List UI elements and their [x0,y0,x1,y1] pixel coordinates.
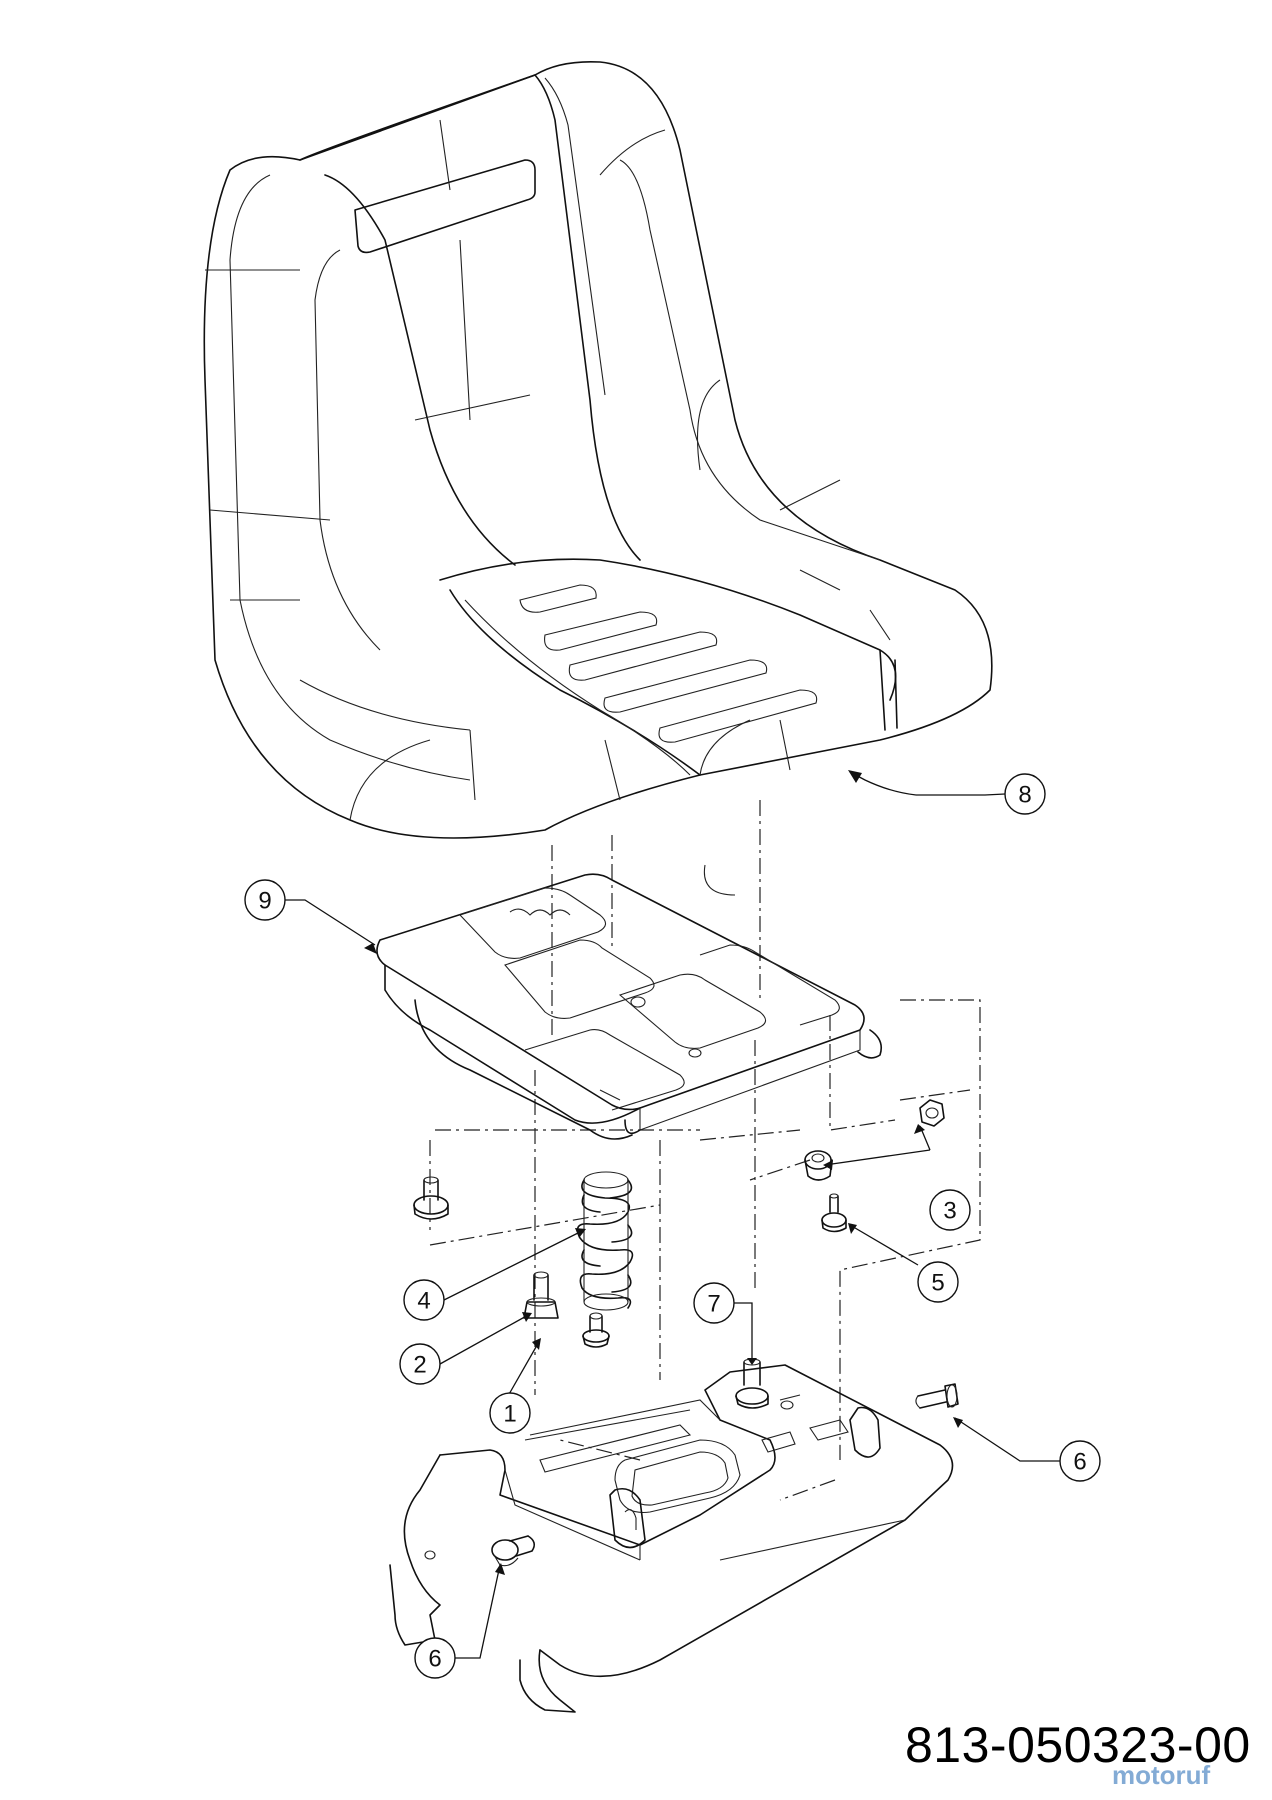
callout-9[interactable]: 9 [244,879,286,921]
bolt-left-upper [413,1176,449,1220]
callout-4[interactable]: 4 [403,1279,445,1321]
nut [919,1099,945,1127]
callout-7[interactable]: 7 [693,1282,735,1324]
watermark-logo: motoruf [1112,1760,1211,1790]
svg-text:5: 5 [931,1270,944,1297]
callout-8[interactable]: 8 [1004,773,1046,815]
screw-left [491,1535,536,1567]
svg-text:9: 9 [258,888,271,915]
svg-text:6: 6 [428,1646,441,1673]
base-plate [389,1364,954,1713]
svg-text:3: 3 [943,1198,956,1225]
spring [576,1171,634,1311]
svg-text:6: 6 [1073,1449,1086,1476]
adjustment-bolt [735,1358,769,1409]
seat-plate [376,864,883,1140]
callout-3[interactable]: 3 [929,1189,971,1231]
callout-6-right[interactable]: 6 [1059,1440,1101,1482]
callout-2[interactable]: 2 [399,1343,441,1385]
svg-text:2: 2 [413,1352,426,1379]
svg-text:4: 4 [417,1288,430,1315]
svg-text:7: 7 [707,1291,720,1318]
svg-text:1: 1 [503,1401,516,1428]
shoulder-bolt [523,1271,559,1319]
callout-6-left[interactable]: 6 [414,1637,456,1679]
callout-1[interactable]: 1 [489,1392,531,1434]
arrowheads [364,770,963,1575]
pivot-pin [821,1193,847,1233]
drawing-number: 813-050323-00 [905,1717,1251,1773]
callout-5[interactable]: 5 [917,1261,959,1303]
alignment-lines [429,800,981,1501]
bushing [582,1312,610,1348]
seat [203,60,993,839]
screw-right [915,1383,959,1409]
flange-bushing [804,1150,833,1181]
svg-text:8: 8 [1018,782,1031,809]
